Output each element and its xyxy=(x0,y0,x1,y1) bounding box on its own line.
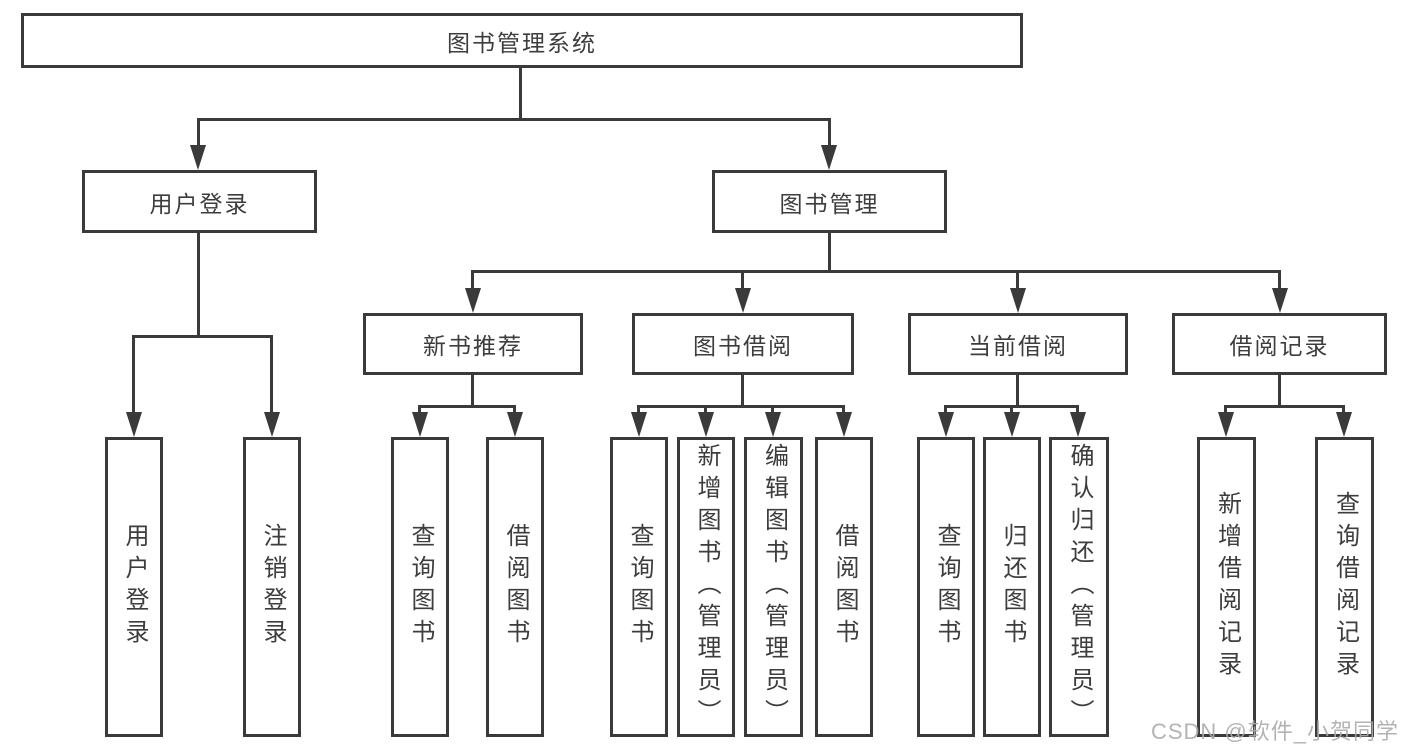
node-label: 图书管理 xyxy=(779,190,880,217)
node-label: 用户登录 xyxy=(149,190,250,217)
arrow-down-icon xyxy=(264,412,280,437)
arrow-down-icon xyxy=(836,412,852,437)
node-borrow-records: 借阅记录 xyxy=(1172,313,1387,375)
connector-line xyxy=(132,335,273,338)
arrow-down-icon xyxy=(126,412,142,437)
leaf-node: 编辑图书（管理员） xyxy=(744,437,803,737)
leaf-label: 查询图书 xyxy=(933,523,960,651)
connector-line xyxy=(418,405,421,414)
node-book-management: 图书管理 xyxy=(712,170,947,233)
leaf-label: 确认归还（管理员） xyxy=(1066,443,1093,731)
leaf-label: 查询图书 xyxy=(626,523,653,651)
connector-line xyxy=(471,270,1281,273)
connector-line xyxy=(1278,270,1281,292)
leaf-node: 查询借阅记录 xyxy=(1315,437,1374,737)
arrow-down-icon xyxy=(190,145,206,170)
connector-line xyxy=(197,233,200,337)
leaf-label: 借阅图书 xyxy=(502,523,529,651)
leaf-node: 借阅图书 xyxy=(815,437,873,737)
arrow-down-icon xyxy=(465,288,481,313)
connector-line xyxy=(944,405,947,414)
node-label: 新书推荐 xyxy=(423,333,523,359)
connector-line xyxy=(1010,405,1013,414)
connector-line xyxy=(771,405,774,414)
leaf-label: 新增图书（管理员） xyxy=(693,443,720,731)
connector-line xyxy=(1278,375,1281,407)
connector-line xyxy=(519,66,522,120)
node-user-login: 用户登录 xyxy=(82,170,317,233)
leaf-label: 新增借阅记录 xyxy=(1213,491,1241,683)
leaf-node: 查询图书 xyxy=(610,437,668,737)
connector-line xyxy=(270,335,273,412)
node-new-book-recommend: 新书推荐 xyxy=(363,313,583,375)
leaf-label: 查询图书 xyxy=(407,523,434,651)
node-label: 图书管理系统 xyxy=(447,29,597,56)
connector-line xyxy=(197,118,200,148)
connector-line xyxy=(471,375,474,407)
leaf-label: 借阅图书 xyxy=(831,523,858,651)
node-root: 图书管理系统 xyxy=(21,13,1023,68)
connector-line xyxy=(197,118,831,121)
arrow-down-icon xyxy=(765,412,781,437)
leaf-label: 注销登录 xyxy=(259,523,286,651)
connector-line xyxy=(828,233,831,272)
leaf-node: 确认归还（管理员） xyxy=(1049,437,1109,737)
leaf-node: 查询图书 xyxy=(917,437,975,737)
leaf-node: 归还图书 xyxy=(983,437,1041,737)
connector-line xyxy=(704,405,707,414)
connector-line xyxy=(471,270,474,292)
arrow-down-icon xyxy=(507,412,523,437)
arrow-down-icon xyxy=(1010,288,1026,313)
node-label: 借阅记录 xyxy=(1229,333,1330,359)
leaf-label: 归还图书 xyxy=(999,523,1026,651)
leaf-node: 新增图书（管理员） xyxy=(677,437,735,737)
node-label: 图书借阅 xyxy=(693,333,793,359)
connector-line xyxy=(1224,405,1345,408)
connector-line xyxy=(1016,375,1019,407)
connector-line xyxy=(828,118,831,148)
arrow-down-icon xyxy=(1336,412,1352,437)
connector-line xyxy=(1076,405,1079,414)
node-current-borrow: 当前借阅 xyxy=(908,313,1128,375)
connector-line xyxy=(513,405,516,414)
arrow-down-icon xyxy=(1218,412,1234,437)
leaf-node: 用户登录 xyxy=(105,437,163,737)
connector-line xyxy=(418,405,516,408)
watermark: CSDN @软件_小贺同学 xyxy=(1150,719,1399,744)
arrow-down-icon xyxy=(631,412,647,437)
arrow-down-icon xyxy=(938,412,954,437)
connector-line xyxy=(637,405,845,408)
connector-line xyxy=(842,405,845,414)
arrow-down-icon xyxy=(735,288,751,313)
connector-line xyxy=(741,375,744,407)
connector-line xyxy=(1342,405,1345,414)
leaf-node: 借阅图书 xyxy=(486,437,544,737)
arrow-down-icon xyxy=(1004,412,1020,437)
arrow-down-icon xyxy=(1070,412,1086,437)
connector-line xyxy=(1016,270,1019,292)
node-label: 当前借阅 xyxy=(968,333,1068,359)
connector-line xyxy=(1224,405,1227,414)
leaf-node: 查询图书 xyxy=(391,437,449,737)
leaf-label: 编辑图书（管理员） xyxy=(760,443,788,731)
connector-line xyxy=(637,405,640,414)
arrow-down-icon xyxy=(412,412,428,437)
arrow-down-icon xyxy=(821,145,837,170)
leaf-node: 注销登录 xyxy=(243,437,301,737)
connector-line xyxy=(132,335,135,412)
arrow-down-icon xyxy=(1272,288,1288,313)
connector-line xyxy=(741,270,744,292)
leaf-node: 新增借阅记录 xyxy=(1197,437,1256,737)
leaf-label: 用户登录 xyxy=(121,523,148,651)
arrow-down-icon xyxy=(698,412,714,437)
leaf-label: 查询借阅记录 xyxy=(1331,491,1359,683)
node-book-borrow: 图书借阅 xyxy=(632,313,854,375)
